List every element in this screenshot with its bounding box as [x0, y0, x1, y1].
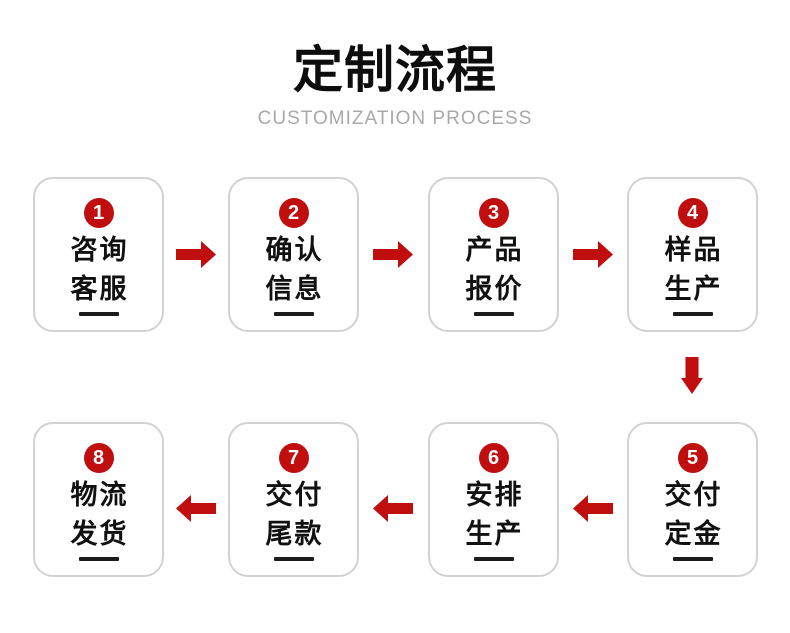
step-underline	[78, 557, 119, 561]
step-label-line2: 信息	[265, 274, 324, 304]
arrow-down-icon	[681, 357, 703, 394]
step-label-line2: 定金	[664, 519, 723, 549]
step-underline	[672, 557, 713, 561]
step-card-1: 1 咨询 客服	[33, 177, 164, 332]
step-label-line1: 交付	[664, 480, 723, 510]
page-title: 定制流程	[293, 42, 497, 98]
page-subtitle: CUSTOMIZATION PROCESS	[257, 108, 533, 129]
step-underline	[473, 557, 514, 561]
step-label-line1: 样品	[664, 235, 723, 265]
step-underline	[473, 312, 514, 316]
arrow-right-icon	[573, 241, 613, 268]
step-number-badge: 4	[677, 198, 708, 228]
step-number-badge: 3	[478, 198, 509, 228]
step-underline	[672, 312, 713, 316]
step-label-line2: 报价	[465, 274, 524, 304]
step-label-line1: 咨询	[70, 235, 129, 265]
step-label-line2: 发货	[70, 519, 129, 549]
step-number-badge: 5	[677, 443, 708, 473]
step-label-line2: 尾款	[265, 519, 324, 549]
step-card-2: 2 确认 信息	[228, 177, 359, 332]
step-number-badge: 7	[278, 443, 309, 473]
step-label-line1: 确认	[265, 235, 324, 265]
step-card-6: 6 安排 生产	[428, 422, 559, 577]
step-number-badge: 2	[278, 198, 309, 228]
step-underline	[273, 557, 314, 561]
arrow-left-icon	[573, 495, 613, 522]
step-label-line1: 物流	[70, 480, 129, 510]
step-card-8: 8 物流 发货	[33, 422, 164, 577]
step-label-line2: 客服	[70, 274, 129, 304]
arrow-left-icon	[176, 495, 216, 522]
arrow-left-icon	[373, 495, 413, 522]
step-number-badge: 8	[83, 443, 114, 473]
step-label-line2: 生产	[664, 274, 723, 304]
step-label-line1: 安排	[465, 480, 524, 510]
step-label-line2: 生产	[465, 519, 524, 549]
step-card-3: 3 产品 报价	[428, 177, 559, 332]
step-card-7: 7 交付 尾款	[228, 422, 359, 577]
step-number-badge: 1	[83, 198, 114, 228]
step-number-badge: 6	[478, 443, 509, 473]
step-underline	[78, 312, 119, 316]
step-label-line1: 交付	[265, 480, 324, 510]
step-label-line1: 产品	[465, 235, 524, 265]
step-card-4: 4 样品 生产	[627, 177, 758, 332]
step-card-5: 5 交付 定金	[627, 422, 758, 577]
step-underline	[273, 312, 314, 316]
arrow-right-icon	[176, 241, 216, 268]
arrow-right-icon	[373, 241, 413, 268]
